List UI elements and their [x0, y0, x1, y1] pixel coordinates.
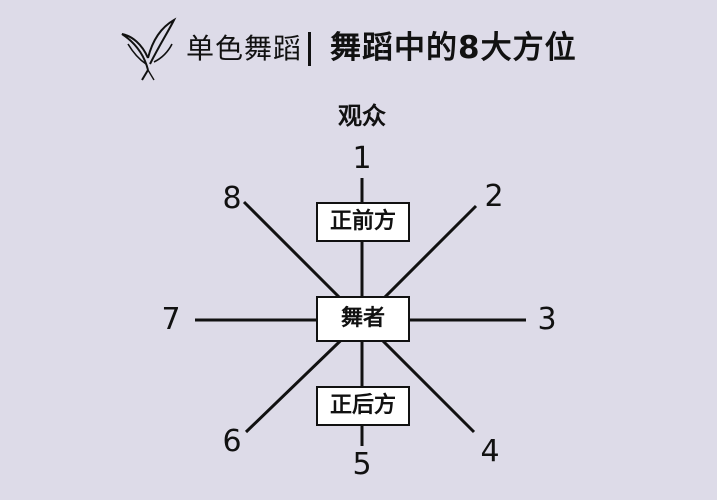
- butterfly-icon: [121, 17, 177, 81]
- direction-number-1: 1: [352, 141, 372, 176]
- header: 单色舞蹈 舞蹈中的8大方位: [0, 14, 717, 84]
- direction-number-8: 8: [222, 181, 242, 216]
- page-title: 舞蹈中的8大方位: [330, 30, 577, 66]
- direction-number-5: 5: [352, 447, 372, 482]
- audience-label: 观众: [338, 102, 386, 130]
- brand-name: 单色舞蹈: [186, 32, 303, 65]
- header-divider: [308, 32, 311, 66]
- direction-number-4: 4: [480, 434, 500, 469]
- dancer-box: 舞者: [316, 296, 410, 342]
- back-box: 正后方: [316, 386, 410, 426]
- front-box: 正前方: [316, 202, 410, 242]
- direction-number-6: 6: [222, 424, 242, 459]
- direction-number-2: 2: [484, 179, 504, 214]
- direction-number-7: 7: [161, 302, 181, 337]
- direction-number-3: 3: [537, 302, 557, 337]
